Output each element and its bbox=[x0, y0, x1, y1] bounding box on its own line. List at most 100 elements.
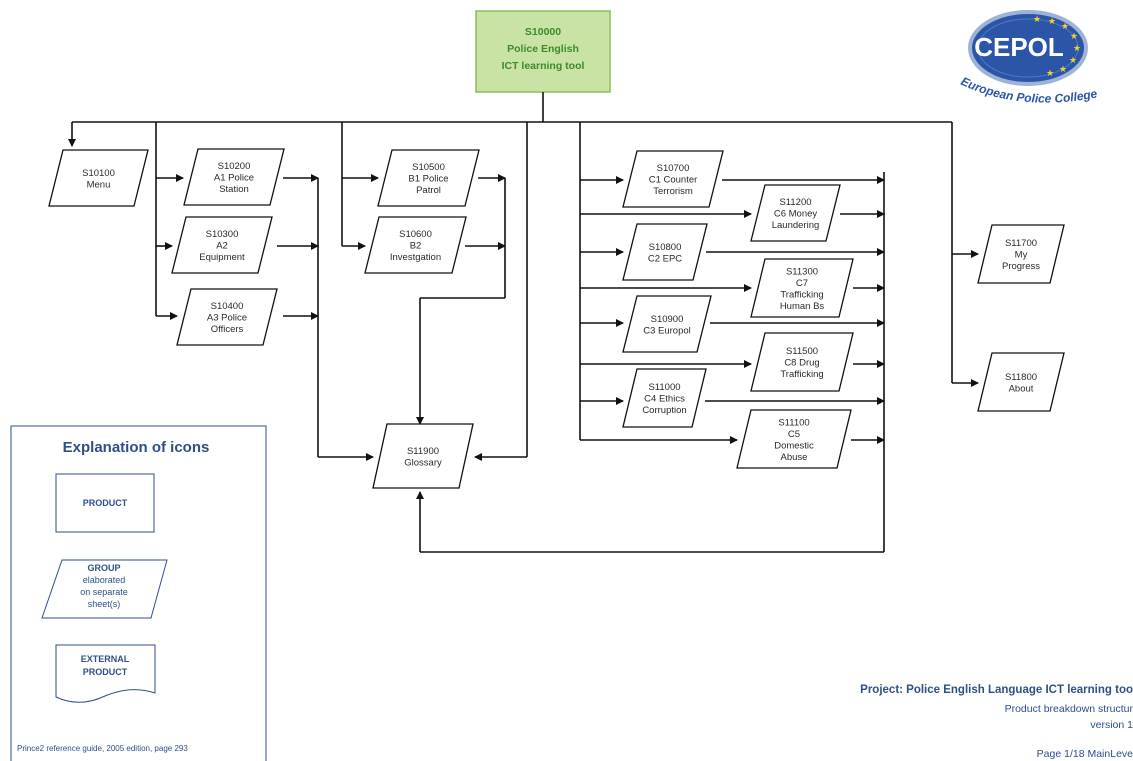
root-product-box: S10000 Police English ICT learning tool bbox=[475, 10, 611, 93]
node-code: S10100 bbox=[82, 168, 115, 179]
node-label-line: C2 EPC bbox=[648, 253, 682, 264]
node-label-line: Station bbox=[219, 184, 249, 195]
node-code: S10800 bbox=[649, 242, 682, 253]
node-label-line: Domestic bbox=[774, 440, 814, 451]
node-label-line: Officers bbox=[211, 324, 244, 335]
legend-panel: Explanation of icons PRODUCT GROUP elabo… bbox=[10, 425, 267, 761]
node-label-line: C6 Money bbox=[774, 209, 818, 220]
node-code: S10200 bbox=[218, 161, 251, 172]
group-shape bbox=[736, 409, 852, 469]
logo-wordmark: CEPOL bbox=[974, 32, 1064, 62]
node-label-line: A3 Police bbox=[207, 313, 247, 324]
legend-product-label: PRODUCT bbox=[83, 498, 128, 508]
node-label-line: B1 Police bbox=[408, 174, 448, 185]
node-code: S11300 bbox=[786, 266, 818, 277]
legend-group-line-4: sheet(s) bbox=[88, 599, 121, 609]
node-label-line: A2 bbox=[216, 241, 228, 252]
node-label-line: B2 bbox=[410, 241, 422, 252]
node-label-line: C8 Drug bbox=[784, 358, 819, 369]
project-title: Project: Police English Language ICT lea… bbox=[860, 684, 1133, 696]
node-code: S11200 bbox=[779, 197, 811, 208]
node-label-line: Equipment bbox=[199, 252, 245, 263]
node-code: S11500 bbox=[786, 346, 818, 357]
node-code: S11800 bbox=[1005, 372, 1037, 383]
group-shape bbox=[750, 184, 841, 242]
svg-text:★: ★ bbox=[1046, 69, 1054, 79]
node-code: S11700 bbox=[1005, 238, 1037, 249]
svg-text:★: ★ bbox=[1073, 44, 1081, 54]
project-version: version 1 bbox=[1090, 719, 1133, 731]
group-shape bbox=[372, 423, 474, 489]
legend-external-line-2: PRODUCT bbox=[83, 667, 128, 677]
svg-text:★: ★ bbox=[1070, 32, 1078, 42]
node-label-line: Patrol bbox=[416, 185, 441, 196]
legend-product-icon bbox=[55, 473, 155, 533]
group-shape bbox=[977, 352, 1065, 412]
group-shape bbox=[622, 368, 707, 428]
project-page: Page 1/18 MainLeve bbox=[1036, 748, 1133, 760]
legend-external-line-1: EXTERNAL bbox=[81, 654, 130, 664]
node-code: S11000 bbox=[648, 382, 680, 393]
group-shape bbox=[750, 332, 854, 392]
node-label-line: Human Bs bbox=[780, 301, 825, 312]
node-label-line: C1 Counter bbox=[649, 175, 698, 186]
node-label-line: About bbox=[1009, 383, 1034, 394]
node-label-line: Progress bbox=[1002, 261, 1040, 272]
group-shape bbox=[622, 150, 724, 208]
star-ring-icon: ★★★ ★★★ ★★ bbox=[1033, 15, 1081, 79]
svg-text:★: ★ bbox=[1061, 22, 1069, 32]
group-shape bbox=[171, 216, 273, 274]
svg-text:★: ★ bbox=[1059, 65, 1067, 75]
svg-text:★: ★ bbox=[1048, 17, 1056, 27]
project-subtitle: Product breakdown structur bbox=[1004, 703, 1133, 715]
node-label-line: C5 bbox=[788, 429, 800, 440]
node-code: S11900 bbox=[407, 446, 439, 457]
cepol-logo: ★★★ ★★★ ★★ CEPOL European Police College bbox=[959, 10, 1099, 106]
root-code: S10000 bbox=[525, 26, 561, 38]
node-label-line: Menu bbox=[87, 179, 111, 190]
node-code: S11100 bbox=[778, 417, 809, 428]
group-shape bbox=[977, 224, 1065, 284]
node-label-line: My bbox=[1015, 250, 1028, 261]
group-shape bbox=[183, 148, 285, 206]
node-label-line: Terrorism bbox=[653, 186, 693, 197]
legend-title: Explanation of icons bbox=[63, 439, 210, 456]
legend-group-label: GROUP bbox=[87, 563, 120, 573]
root-title-line-1: Police English bbox=[507, 43, 579, 55]
svg-text:★: ★ bbox=[1033, 15, 1041, 25]
group-shape bbox=[622, 295, 712, 353]
group-shape bbox=[364, 216, 467, 274]
node-label-line: Laundering bbox=[772, 220, 820, 231]
node-label-line: C3 Europol bbox=[643, 325, 691, 336]
node-label-line: C7 bbox=[796, 278, 808, 289]
connectors bbox=[68, 92, 979, 553]
root-title-line-2: ICT learning tool bbox=[502, 60, 585, 72]
legend-external-icon bbox=[55, 644, 156, 703]
node-label-line: Abuse bbox=[781, 452, 808, 463]
node-label-line: Corruption bbox=[642, 405, 686, 416]
node-code: S10300 bbox=[206, 229, 239, 240]
node-code: S10400 bbox=[211, 301, 244, 312]
node-code: S10900 bbox=[651, 314, 684, 325]
node-label-line: C4 Ethics bbox=[644, 394, 685, 405]
node-label-line: A1 Police bbox=[214, 173, 254, 184]
legend-group-line-3: on separate bbox=[80, 587, 128, 597]
node-label-line: Trafficking bbox=[780, 369, 823, 380]
group-shape bbox=[622, 223, 708, 281]
